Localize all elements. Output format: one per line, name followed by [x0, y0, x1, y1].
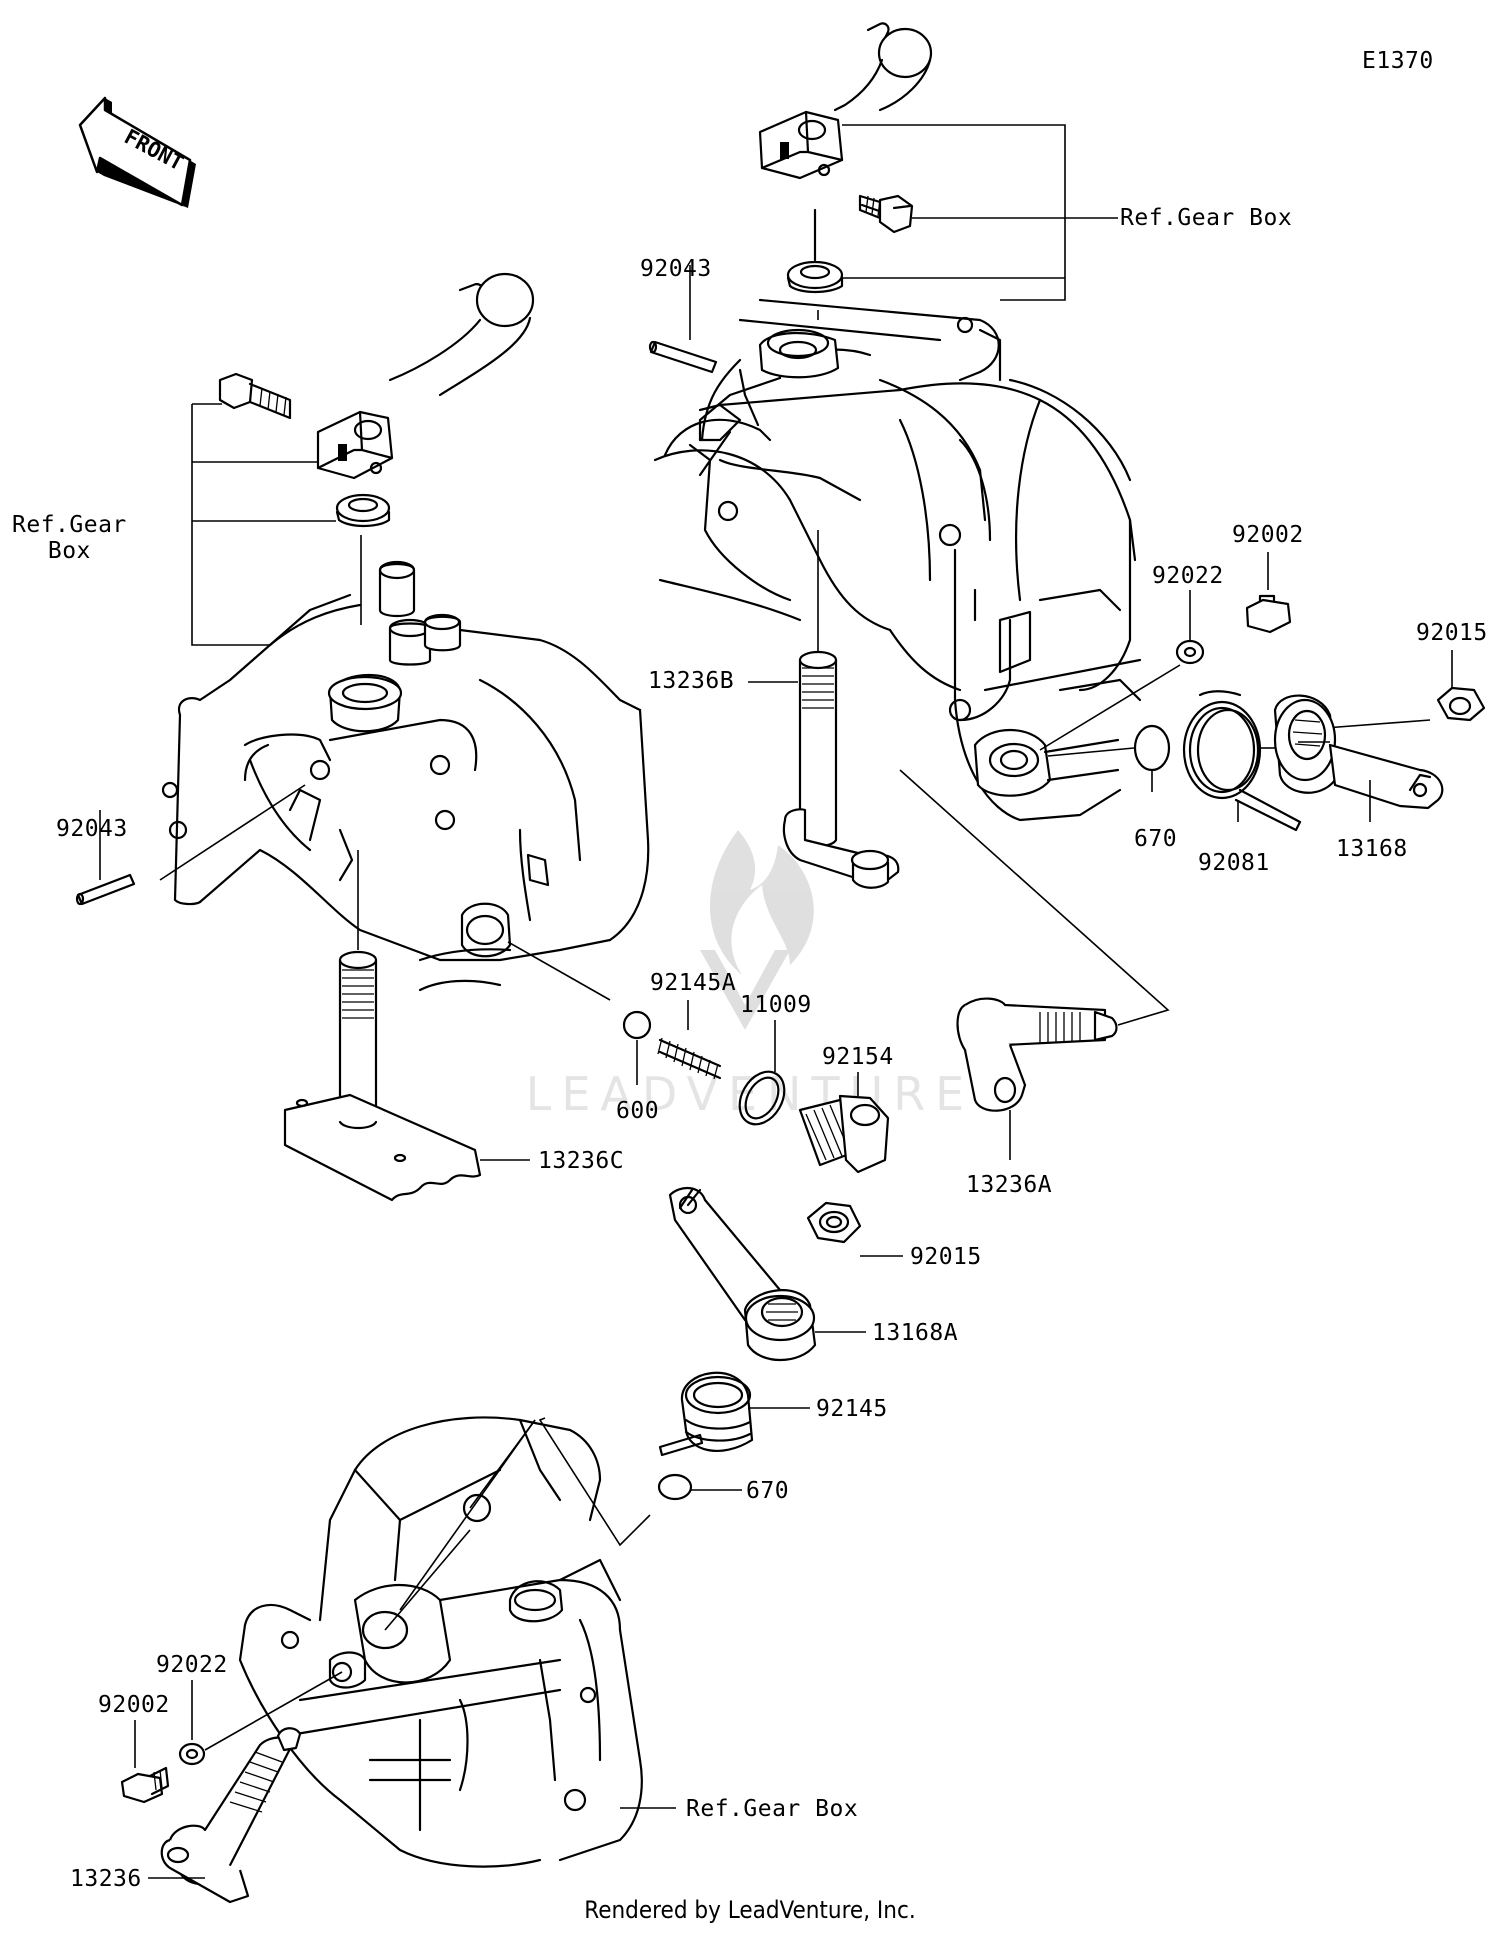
label-ref-gear-box-left[interactable]: Ref.Gear Box — [12, 512, 127, 564]
part-label-600[interactable]: 600 — [616, 1098, 660, 1124]
part-label-92043-left[interactable]: 92043 — [56, 816, 128, 842]
diagram-code: E1370 — [1362, 48, 1434, 74]
bolt-92002-left — [120, 1720, 170, 1804]
part-label-92154[interactable]: 92154 — [822, 1044, 894, 1070]
part-label-11009[interactable]: 11009 — [740, 992, 812, 1018]
washer-92022-right — [1039, 590, 1205, 751]
part-label-92043-top[interactable]: 92043 — [640, 256, 712, 282]
bolt-92002-right — [1245, 552, 1292, 634]
left-bolt — [218, 372, 292, 420]
part-label-92015-mid[interactable]: 92015 — [910, 1244, 982, 1270]
nut-92015-right — [1324, 650, 1486, 729]
front-arrow-icon — [78, 96, 196, 208]
lower-crankcase — [238, 1416, 643, 1868]
part-label-670-mid[interactable]: 670 — [746, 1478, 790, 1504]
shaft-13236A — [956, 997, 1118, 1112]
lever-13168 — [1273, 694, 1444, 822]
part-label-13168[interactable]: 13168 — [1336, 836, 1408, 862]
part-label-13236B[interactable]: 13236B — [648, 668, 735, 694]
plug-92154 — [798, 1072, 890, 1174]
part-label-670-right[interactable]: 670 — [1134, 826, 1178, 852]
part-label-92022-left[interactable]: 92022 — [156, 1652, 228, 1678]
part-label-92002-right[interactable]: 92002 — [1232, 522, 1304, 548]
o-ring-670-right — [1047, 724, 1171, 792]
footer-credit: Rendered by LeadVenture, Inc. — [584, 1896, 916, 1924]
washer-11009 — [738, 1020, 786, 1126]
part-label-13168A[interactable]: 13168A — [872, 1320, 959, 1346]
upper-dowel-pin — [648, 265, 718, 374]
upper-bolt — [858, 194, 914, 234]
spring-92145 — [658, 1371, 810, 1457]
label-ref-gear-box-bottom[interactable]: Ref.Gear Box — [686, 1796, 859, 1822]
part-label-92081[interactable]: 92081 — [1198, 850, 1270, 876]
part-label-13236A[interactable]: 13236A — [966, 1172, 1053, 1198]
watermark-logo — [700, 830, 814, 1030]
part-label-92145A[interactable]: 92145A — [650, 970, 737, 996]
part-label-92002-left[interactable]: 92002 — [98, 1692, 170, 1718]
part-label-92015-right[interactable]: 92015 — [1416, 620, 1488, 646]
left-crankcase — [161, 560, 650, 992]
part-label-13236[interactable]: 13236 — [70, 1866, 142, 1892]
ball-600 — [622, 1010, 652, 1085]
washer-92022-left — [178, 1680, 206, 1766]
nut-92015-mid — [806, 1201, 862, 1244]
shaft-13236C — [283, 850, 482, 1202]
left-shift-lever — [316, 272, 535, 480]
upper-oil-seal — [786, 208, 844, 294]
label-ref-gear-box-top[interactable]: Ref.Gear Box — [1120, 205, 1293, 231]
o-ring-670-mid — [657, 1473, 742, 1501]
shaft-13236B — [782, 530, 900, 889]
watermark-text: LEADVENTURE — [526, 1067, 975, 1121]
lever-13168A — [668, 1187, 817, 1362]
shaft-13236 — [160, 1727, 302, 1904]
part-label-92022-right[interactable]: 92022 — [1152, 563, 1224, 589]
upper-shift-lever — [758, 22, 933, 180]
spring-92081 — [1182, 690, 1302, 832]
part-label-13236C[interactable]: 13236C — [538, 1148, 625, 1174]
left-oil-seal — [335, 493, 391, 528]
spring-92145A — [657, 1000, 722, 1080]
part-label-92145[interactable]: 92145 — [816, 1396, 888, 1422]
upper-crankcase — [653, 298, 1142, 822]
left-dowel-pin — [75, 810, 136, 906]
